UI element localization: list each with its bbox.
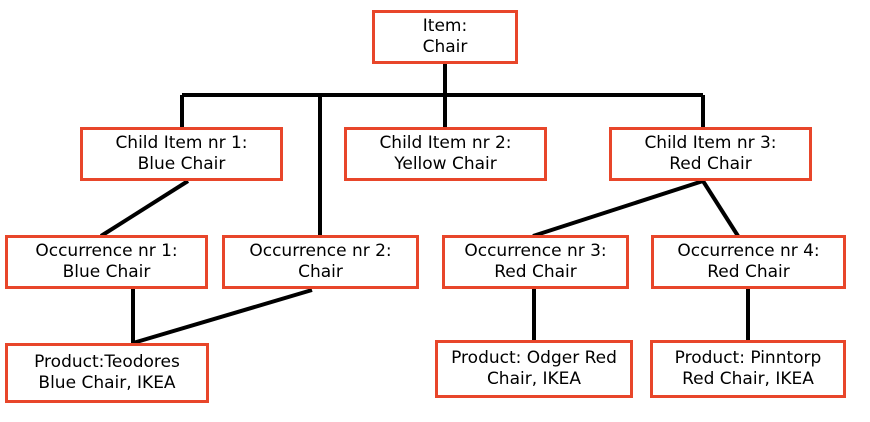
node-line-2: Blue Chair bbox=[62, 262, 151, 282]
node-line-2: Red Chair bbox=[707, 262, 790, 282]
node-occurrence-2[interactable]: Occurrence nr 2: Chair bbox=[222, 235, 419, 289]
node-product-odger[interactable]: Product: Odger Red Chair, IKEA bbox=[435, 340, 633, 398]
node-line-1: Occurrence nr 1: bbox=[35, 241, 178, 262]
node-line-2: Chair, IKEA bbox=[486, 369, 582, 389]
node-line-1: Product: Pinntorp bbox=[674, 348, 822, 369]
node-line-1: Item: bbox=[422, 16, 468, 37]
node-line-1: Occurrence nr 2: bbox=[249, 241, 392, 262]
node-line-2: Chair bbox=[422, 37, 468, 57]
node-line-2: Chair bbox=[298, 262, 343, 282]
edge-child-3-to-occurrence-3 bbox=[532, 179, 704, 238]
node-line-2: Blue Chair bbox=[137, 154, 226, 174]
node-product-teodores[interactable]: Product:Teodores Blue Chair, IKEA bbox=[5, 343, 209, 403]
node-line-2: Red Chair bbox=[494, 262, 577, 282]
node-line-1: Child Item nr 1: bbox=[115, 133, 248, 154]
node-child-item-2[interactable]: Child Item nr 2: Yellow Chair bbox=[344, 127, 547, 181]
node-occurrence-1[interactable]: Occurrence nr 1: Blue Chair bbox=[5, 235, 208, 289]
edge-child-1-to-occurrence-1 bbox=[99, 179, 190, 238]
node-line-1: Child Item nr 3: bbox=[644, 133, 777, 154]
node-occurrence-3[interactable]: Occurrence nr 3: Red Chair bbox=[442, 235, 629, 289]
node-line-1: Product:Teodores bbox=[34, 352, 180, 373]
node-child-item-1[interactable]: Child Item nr 1: Blue Chair bbox=[80, 127, 283, 181]
node-line-1: Product: Odger Red bbox=[451, 348, 617, 369]
node-line-2: Red Chair bbox=[669, 154, 752, 174]
node-child-item-3[interactable]: Child Item nr 3: Red Chair bbox=[609, 127, 812, 181]
node-line-1: Child Item nr 2: bbox=[379, 133, 512, 154]
edge-occurrence-2-to-product-teodores bbox=[132, 288, 313, 345]
node-line-1: Occurrence nr 4: bbox=[677, 241, 820, 262]
node-item-chair[interactable]: Item: Chair bbox=[372, 10, 518, 64]
node-line-2: Yellow Chair bbox=[394, 154, 497, 174]
node-line-2: Blue Chair, IKEA bbox=[38, 373, 176, 393]
node-occurrence-4[interactable]: Occurrence nr 4: Red Chair bbox=[651, 235, 846, 289]
node-line-1: Occurrence nr 3: bbox=[464, 241, 607, 262]
node-product-pinntorp[interactable]: Product: Pinntorp Red Chair, IKEA bbox=[650, 340, 846, 398]
node-line-2: Red Chair, IKEA bbox=[682, 369, 814, 389]
edge-child-3-to-occurrence-4 bbox=[701, 179, 740, 238]
